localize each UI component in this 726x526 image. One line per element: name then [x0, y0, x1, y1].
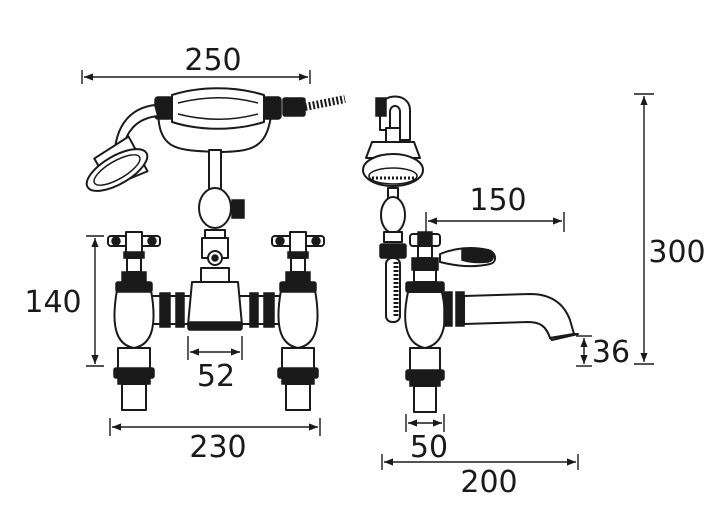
dimension-spout-reach: 150	[425, 183, 565, 232]
central-riser	[198, 149, 245, 283]
dimension-spout-clearance: 36	[576, 335, 630, 370]
dimension-label-140: 140	[24, 285, 81, 320]
dimension-overall-depth: 200	[381, 454, 579, 500]
dimension-label-52: 52	[197, 359, 235, 394]
right-tap	[271, 231, 325, 411]
dimension-label-200: 200	[460, 465, 517, 500]
bridge-body	[149, 281, 283, 331]
shower-head-side	[362, 127, 424, 187]
dimension-handset-width: 250	[81, 43, 311, 84]
dimension-label-36: 36	[592, 335, 630, 370]
dimension-overall-height: 300	[634, 93, 706, 365]
dimension-label-230: 230	[189, 430, 246, 465]
side-spout	[443, 291, 579, 341]
dimension-outlet-width: 52	[187, 336, 243, 394]
dimension-label-300: 300	[648, 235, 705, 270]
front-view	[85, 87, 346, 411]
dimensions: 250 140 52 230 150	[24, 43, 705, 500]
dimension-label-250: 250	[184, 43, 241, 78]
dimension-base-width: 50	[405, 414, 448, 465]
dimension-label-150: 150	[469, 183, 526, 218]
side-tap	[404, 231, 496, 413]
left-tap	[107, 231, 161, 411]
handset-handle	[154, 87, 346, 130]
dimension-tap-centres: 230	[109, 418, 321, 465]
shower-head-front	[85, 104, 159, 192]
dimension-label-50: 50	[410, 430, 448, 465]
side-riser	[379, 187, 407, 323]
side-view	[362, 95, 579, 413]
dimension-centre-height: 140	[24, 235, 104, 367]
